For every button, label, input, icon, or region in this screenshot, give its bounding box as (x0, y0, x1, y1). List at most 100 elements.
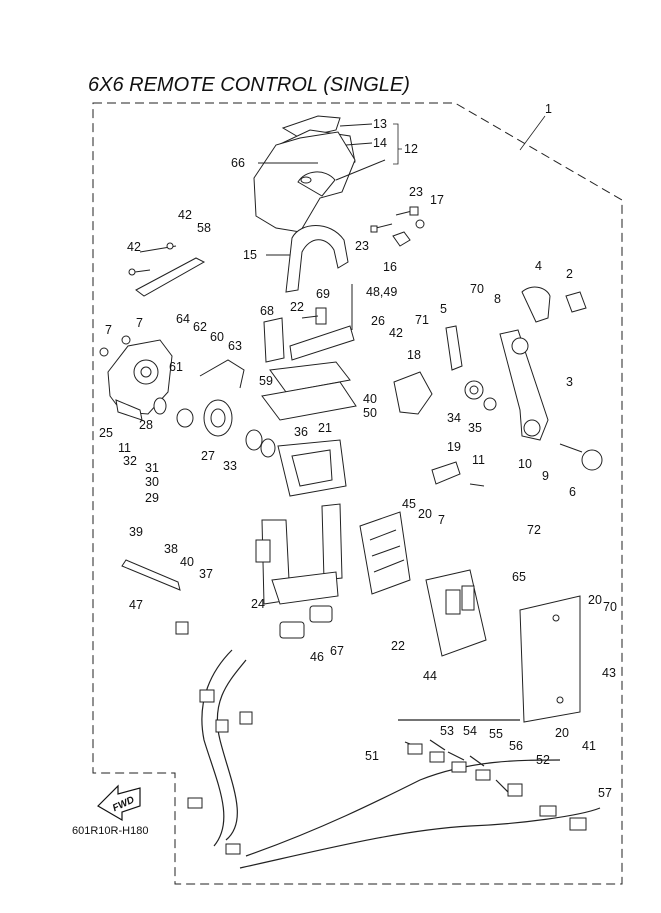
callout-40a: 40 (180, 555, 194, 569)
bracket-58 (128, 242, 206, 297)
callout-48-49: 48,49 (366, 285, 397, 299)
callout-30: 30 (145, 475, 159, 489)
callout-23a: 23 (409, 185, 423, 199)
callout-67: 67 (330, 644, 344, 658)
callout-20a: 20 (418, 507, 432, 521)
callout-50: 50 (363, 406, 377, 420)
callout-64: 64 (176, 312, 190, 326)
guide-part-15 (266, 225, 349, 293)
callout-4: 4 (535, 259, 542, 273)
callout-23b: 23 (355, 239, 369, 253)
callout-44: 44 (423, 669, 437, 683)
callout-70a: 70 (470, 282, 484, 296)
callout-39: 39 (129, 525, 143, 539)
callout-59: 59 (259, 374, 273, 388)
callout-42c: 42 (389, 326, 403, 340)
callout-15: 15 (243, 248, 257, 262)
callout-21: 21 (318, 421, 332, 435)
callout-51: 51 (365, 749, 379, 763)
callout-24: 24 (251, 597, 265, 611)
callout-22b: 22 (391, 639, 405, 653)
housing-25 (99, 335, 173, 421)
callout-61: 61 (169, 360, 183, 374)
switch-block-44 (425, 569, 487, 657)
callout-22a: 22 (290, 300, 304, 314)
lever-cover-assembly (253, 115, 386, 233)
callout-45: 45 (402, 497, 416, 511)
central-mechanism (255, 361, 357, 605)
callout-11b: 11 (472, 453, 485, 467)
callout-68: 68 (260, 304, 274, 318)
parts-18-34-35 (393, 371, 497, 415)
callout-7c: 7 (438, 513, 445, 527)
callout-63: 63 (228, 339, 242, 353)
bracket-12 (393, 123, 402, 165)
callout-labels: 1 2 3 4 5 6 7 7 7 8 9 10 11 11 12 13 14 … (99, 102, 617, 800)
callout-47: 47 (129, 598, 143, 612)
callout-20c: 20 (555, 726, 569, 740)
diagram-title: 6X6 REMOTE CONTROL (SINGLE) (88, 74, 410, 96)
bracket-19 (431, 461, 485, 487)
callout-6: 6 (569, 485, 576, 499)
callout-17: 17 (430, 193, 444, 207)
callout-26: 26 (371, 314, 385, 328)
callout-31: 31 (145, 461, 159, 475)
callout-57: 57 (598, 786, 612, 800)
callout-34: 34 (447, 411, 461, 425)
callout-20b: 20 (588, 593, 602, 607)
callout-25: 25 (99, 426, 113, 440)
callout-14: 14 (373, 136, 387, 150)
callout-38: 38 (164, 542, 178, 556)
callout-9: 9 (542, 469, 549, 483)
callout-65: 65 (512, 570, 526, 584)
callout-69: 69 (316, 287, 330, 301)
callout-3: 3 (566, 375, 573, 389)
callout-37: 37 (199, 567, 213, 581)
callout-52: 52 (536, 753, 550, 767)
callout-55: 55 (489, 727, 503, 741)
callout-66: 66 (231, 156, 245, 170)
grommets-46-67 (279, 605, 333, 639)
callout-2: 2 (566, 267, 573, 281)
callout-12: 12 (404, 142, 418, 156)
callout-46: 46 (310, 650, 324, 664)
callout-5: 5 (440, 302, 447, 316)
fwd-arrow-icon: FWD (97, 784, 141, 822)
leader-1 (519, 115, 546, 151)
callout-16: 16 (383, 260, 397, 274)
diagram-code: 601R10R-H180 (72, 825, 149, 837)
control-unit-45 (359, 511, 411, 595)
callout-58: 58 (197, 221, 211, 235)
callout-62: 62 (193, 320, 207, 334)
callout-7a: 7 (105, 323, 112, 337)
hardware-16-17-23 (370, 206, 425, 247)
callout-36: 36 (294, 425, 308, 439)
callout-40b: 40 (363, 392, 377, 406)
callout-72: 72 (527, 523, 541, 537)
parts-22-26-68-69 (263, 284, 355, 363)
callout-54: 54 (463, 724, 477, 738)
callout-42a: 42 (178, 208, 192, 222)
shaft-assembly (153, 359, 276, 458)
callout-53: 53 (440, 724, 454, 738)
callout-41: 41 (582, 739, 596, 753)
callout-10: 10 (518, 457, 532, 471)
callout-8: 8 (494, 292, 501, 306)
harness-connectors (175, 621, 587, 855)
callout-18: 18 (407, 348, 421, 362)
callout-19: 19 (447, 440, 461, 454)
callout-71: 71 (415, 313, 429, 327)
callout-70b: 70 (603, 600, 617, 614)
callout-7b: 7 (136, 316, 143, 330)
callout-33: 33 (223, 459, 237, 473)
callout-43: 43 (602, 666, 616, 680)
callout-42b: 42 (127, 240, 141, 254)
callout-28: 28 (139, 418, 153, 432)
callout-1: 1 (545, 102, 552, 116)
cable-tie-47 (121, 559, 181, 591)
callout-27: 27 (201, 449, 215, 463)
callout-60: 60 (210, 330, 224, 344)
callout-32: 32 (123, 454, 137, 468)
assembly-boundary (92, 102, 623, 885)
